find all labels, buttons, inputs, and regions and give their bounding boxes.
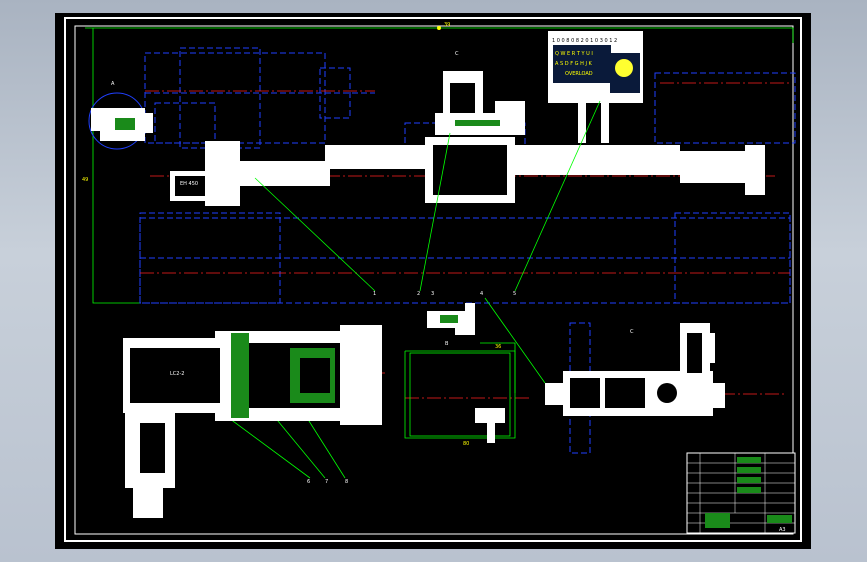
detail-a-label: A <box>111 81 115 87</box>
sheet-inner-frame <box>74 25 794 535</box>
gearbox-cavity <box>433 145 507 195</box>
balloon-1: 1 <box>373 291 376 297</box>
coupling-hatch <box>440 315 458 323</box>
section-b-frame <box>409 352 511 437</box>
green-left-guide <box>92 28 140 304</box>
section-b-label: B <box>445 341 449 347</box>
inset-status: OVERLOAD <box>565 71 593 77</box>
lower-right-cavity-1 <box>570 378 600 408</box>
lower-label: LC2-2 <box>170 371 184 377</box>
lower-cavity-3 <box>140 423 165 473</box>
motor-label: EH 450 <box>180 181 198 187</box>
bottom-dimension: 80 <box>463 441 469 447</box>
balloon-2: 2 <box>417 291 420 297</box>
title-block-drawing-no: A3 <box>779 527 786 533</box>
cad-viewport[interactable]: 39 49 A EH <box>55 13 811 549</box>
controller-inset <box>548 31 643 143</box>
lower-cavity-1 <box>130 348 220 403</box>
inset-row2: A S D F G H J K <box>555 61 593 67</box>
balloon-7: 7 <box>325 479 328 485</box>
balloon-6: 6 <box>307 479 310 485</box>
gearbox-hatch <box>455 120 500 126</box>
balloon-5: 5 <box>513 291 516 297</box>
section-b-part <box>475 408 505 443</box>
section-c-label: C <box>630 329 634 335</box>
lower-gear <box>300 358 330 393</box>
lower-right-cavity-3 <box>687 333 702 373</box>
center-mark <box>437 26 441 30</box>
detail-a-hatch <box>115 118 135 130</box>
detail-c-label: C <box>455 51 459 57</box>
cad-drawing: 39 49 A EH <box>64 17 802 542</box>
lower-right-cavity-2 <box>605 378 645 408</box>
left-dimension: 49 <box>82 177 88 183</box>
center-mark-label: 39 <box>444 22 450 28</box>
mid-dimension: 36 <box>495 344 501 350</box>
inset-row1: Q W E R T Y U I <box>555 51 593 57</box>
title-block: A3 <box>686 452 796 534</box>
balloon-3: 3 <box>431 291 434 297</box>
green-top-guide <box>85 27 794 43</box>
lower-hatch-1 <box>231 333 249 418</box>
balloon-4: 4 <box>480 291 483 297</box>
gearbox-window <box>450 83 475 113</box>
inset-header: 1 0 0 8 0 8 2 0 1 0 3 0 1 2 <box>552 38 617 44</box>
bearing-circle <box>657 383 677 403</box>
balloon-8: 8 <box>345 479 348 485</box>
sheet-outer-frame <box>64 17 802 542</box>
motor-cavity <box>175 176 205 196</box>
